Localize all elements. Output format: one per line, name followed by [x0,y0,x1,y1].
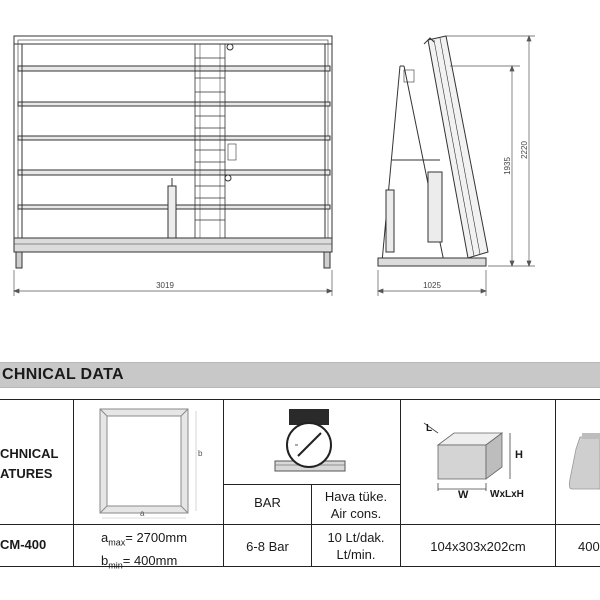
col-divider-5 [555,399,556,567]
b-min-sub: min [108,560,123,571]
model-name: CM-400 [0,537,47,552]
row-divider [0,524,600,525]
glass-size-values: amax= 2700mm bmin= 400mm [101,529,187,574]
b-min-line: bmin= 400mm [101,552,187,575]
pressure-value: 6-8 Bar [246,539,289,554]
machine-drawing-svg: 3019 [13,35,535,296]
table-top-border [0,399,600,400]
b-min-value: = 400mm [122,552,178,568]
section-title: CHNICAL DATA [2,366,124,383]
front-width-label: 3019 [156,281,174,290]
glass-a-label: a [140,509,145,518]
col-divider-2 [223,399,224,567]
a-max-sub: max [108,537,126,548]
dims-WxLxH-label: WxLxH [490,489,524,500]
features-label: CHNICAL ATURES [0,444,59,484]
col-divider-1 [73,399,74,567]
side-width-dimension [377,270,487,296]
dims-W-label: W [458,489,469,501]
glass-b-label: b [198,449,203,458]
air-consumption-value: 10 Lt/dak. Lt/min. [312,529,400,563]
a-max-line: amax= 2700mm [101,529,187,552]
weight-value: 400 [578,539,600,554]
side-view [377,35,489,267]
front-view [13,35,333,269]
table-bottom-border [0,566,600,567]
height-inner-label: 1935 [503,157,512,175]
air-value-line1: 10 Lt/dak. [327,530,385,545]
air-header-line2: Air cons. [330,506,382,521]
front-width-dimension [13,270,333,296]
height-dimensions [446,35,535,267]
dimensions-value: 104x303x202cm [430,539,526,554]
weight-icon [566,433,600,493]
air-consumption-header: Hava tüke. Air cons. [312,488,400,522]
pressure-header: BAR [254,495,281,510]
dimensions-box-icon: L H W WxLxH [420,419,540,509]
features-label-line2: ATURES [0,466,53,481]
spec-table: CHNICAL ATURES CM-400 b a amax= 2700mm b… [0,399,600,570]
air-header-line1: Hava tüke. [324,489,388,504]
col-divider-3 [311,484,312,567]
glass-size-icon: b a [96,405,206,519]
col-divider-4 [400,399,401,567]
a-max-value: = 2700mm [125,530,188,545]
height-total-label: 2220 [520,141,529,159]
technical-drawing: 3019 [13,35,535,296]
side-width-label: 1025 [423,281,441,290]
a-max-prefix: a [101,530,109,545]
air-value-line2: Lt/min. [336,547,376,562]
dims-L-label: L [426,423,433,434]
features-label-line1: CHNICAL [0,446,59,461]
dims-H-label: H [515,449,523,461]
b-min-prefix: b [101,552,109,568]
pressure-gauge-icon [265,407,355,479]
section-header-bar: CHNICAL DATA [0,362,600,388]
